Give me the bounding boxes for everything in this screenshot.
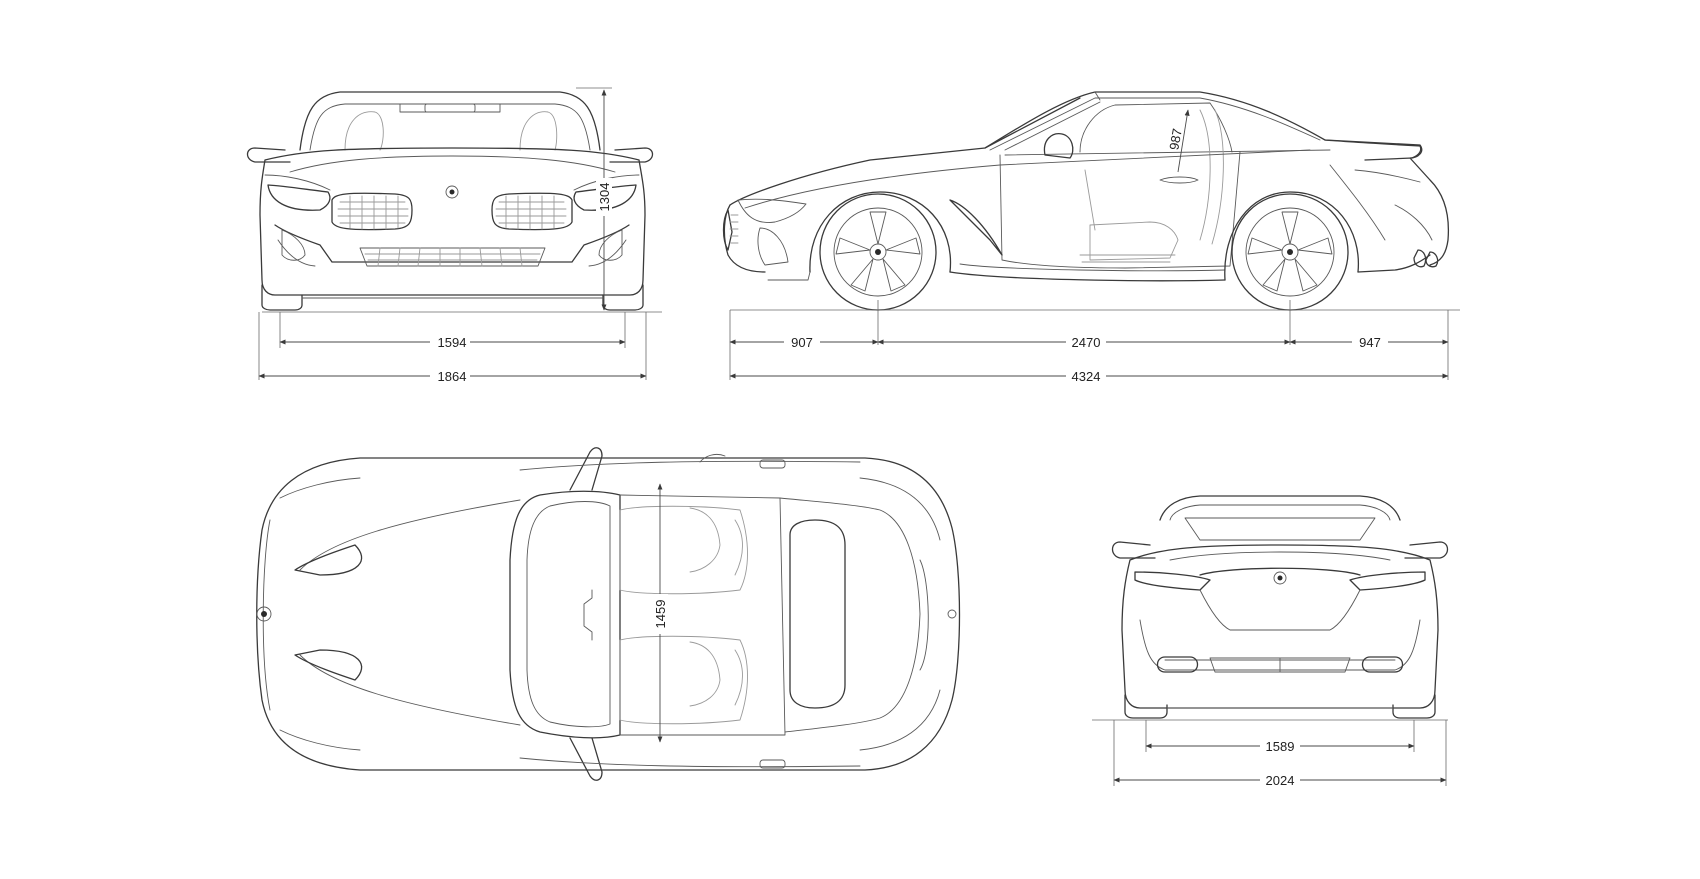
overall-length-label: 4324 xyxy=(1072,369,1101,384)
interior-width-label: 1459 xyxy=(653,600,668,629)
side-view xyxy=(722,91,1450,311)
width-with-mirrors-label: 2024 xyxy=(1266,773,1295,788)
front-height-label: 1304 xyxy=(597,183,612,212)
overall-width-label: 1864 xyxy=(438,369,467,384)
front-track-label: 1594 xyxy=(438,335,467,350)
front-overhang-label: 907 xyxy=(791,335,813,350)
top-view-dimensions: 1459 xyxy=(652,483,668,743)
front-view-dimensions: 1304 1594 1864 xyxy=(258,87,662,384)
side-view-dimensions: 907 2470 947 4324 987 xyxy=(729,109,1460,384)
top-view xyxy=(256,447,961,781)
rear-overhang-label: 947 xyxy=(1359,335,1381,350)
rear-view-dimensions: 1589 2024 xyxy=(1092,719,1448,788)
front-view xyxy=(246,91,654,311)
rear-track-label: 1589 xyxy=(1266,739,1295,754)
rear-view xyxy=(1111,495,1449,719)
headroom-label: 987 xyxy=(1166,127,1185,151)
wheelbase-label: 2470 xyxy=(1072,335,1101,350)
